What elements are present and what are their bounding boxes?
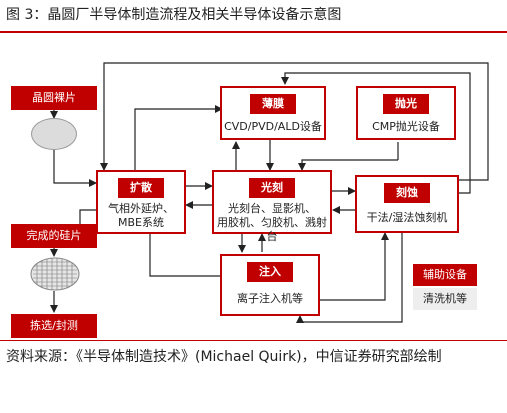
diffusion-line2: MBE系统 [118, 216, 164, 229]
implant-equipment: 离子注入机等 [237, 292, 303, 305]
test-package-label: 拣选/封测 [11, 314, 97, 338]
wafer-done-label: 完成的硅片 [11, 224, 97, 248]
etch-box: 刻蚀 干法/湿法蚀刻机 [355, 175, 459, 233]
etch-equipment: 干法/湿法蚀刻机 [366, 211, 448, 224]
diffusion-title: 扩散 [118, 178, 164, 198]
implant-title: 注入 [247, 262, 293, 282]
etch-title: 刻蚀 [384, 183, 430, 203]
title-divider [0, 31, 507, 33]
bare-wafer-disc [31, 118, 77, 150]
lithography-line1: 光刻台、显影机、 [228, 202, 316, 215]
film-equipment: CVD/PVD/ALD设备 [224, 120, 322, 133]
figure-title: 图 3：晶圆厂半导体制造流程及相关半导体设备示意图 [6, 7, 342, 23]
aux-equipment-body: 清洗机等 [413, 288, 477, 310]
source-divider [0, 340, 507, 341]
polish-title: 抛光 [383, 94, 429, 114]
implant-box: 注入 离子注入机等 [220, 254, 320, 316]
figure-source: 资料来源：《半导体制造技术》(Michael Quirk)，中信证券研究部绘制 [6, 349, 442, 365]
lithography-box: 光刻 光刻台、显影机、 用胶机、匀胶机、溅射台 [212, 170, 332, 243]
diffusion-box: 扩散 气相外延炉、 MBE系统 [96, 170, 186, 234]
diffusion-line1: 气相外延炉、 [108, 202, 174, 215]
lithography-line2: 用胶机、匀胶机、溅射台 [217, 216, 327, 243]
wafer-bare-label: 晶圆裸片 [11, 86, 97, 110]
polish-equipment: CMP抛光设备 [372, 120, 440, 133]
film-box: 薄膜 CVD/PVD/ALD设备 [220, 86, 326, 140]
aux-equipment-title: 辅助设备 [413, 264, 477, 286]
lithography-title: 光刻 [249, 178, 295, 198]
finished-wafer-icon [30, 257, 80, 291]
film-title: 薄膜 [250, 94, 296, 114]
polish-box: 抛光 CMP抛光设备 [356, 86, 456, 140]
